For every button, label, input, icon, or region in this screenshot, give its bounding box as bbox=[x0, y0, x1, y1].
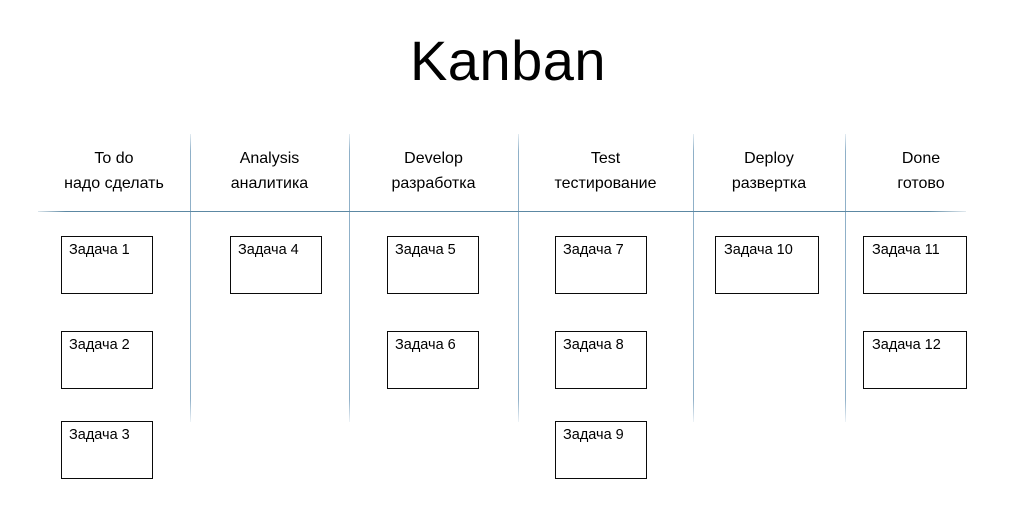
task-card[interactable]: Задача 1 bbox=[61, 236, 153, 294]
column-title-ru-develop: разработка bbox=[391, 174, 476, 192]
column-title-en-analysis: Analysis bbox=[239, 150, 300, 167]
column-title-ru-deploy: развертка bbox=[731, 174, 807, 192]
column-header-analysis: Analysis аналитика bbox=[190, 134, 349, 197]
column-header-deploy: Deploy развертка bbox=[693, 134, 845, 197]
column-separator-2 bbox=[349, 134, 350, 422]
task-card[interactable]: Задача 12 bbox=[863, 331, 967, 389]
task-card-label: Задача 9 bbox=[563, 427, 624, 443]
column-title-en-deploy: Deploy bbox=[744, 150, 794, 167]
task-card-label: Задача 1 bbox=[69, 242, 130, 258]
task-card-label: Задача 12 bbox=[872, 337, 941, 353]
card-area-todo: Задача 1 Задача 2 Задача 3 bbox=[38, 236, 190, 519]
task-card-label: Задача 5 bbox=[395, 242, 456, 258]
column-title-ru-analysis: аналитика bbox=[230, 174, 309, 192]
column-separator-3 bbox=[518, 134, 519, 422]
card-area-deploy: Задача 10 bbox=[693, 236, 845, 519]
column-title-en-test: Test bbox=[590, 150, 621, 167]
card-area-analysis: Задача 4 bbox=[190, 236, 349, 519]
task-card-label: Задача 11 bbox=[872, 242, 940, 258]
task-card[interactable]: Задача 5 bbox=[387, 236, 479, 294]
card-area-develop: Задача 5 Задача 6 bbox=[349, 236, 518, 519]
task-card[interactable]: Задача 9 bbox=[555, 421, 647, 479]
task-card-label: Задача 3 bbox=[69, 427, 130, 443]
task-card-label: Задача 6 bbox=[395, 337, 456, 353]
task-card-label: Задача 2 bbox=[69, 337, 130, 353]
task-card[interactable]: Задача 4 bbox=[230, 236, 322, 294]
column-title-ru-todo: надо сделать bbox=[64, 174, 164, 192]
task-card[interactable]: Задача 8 bbox=[555, 331, 647, 389]
task-card[interactable]: Задача 7 bbox=[555, 236, 647, 294]
column-title-ru-test: тестирование bbox=[554, 174, 657, 192]
column-header-done: Done готово bbox=[845, 134, 997, 197]
column-title-en-todo: To do bbox=[94, 150, 134, 167]
column-title-ru-done: готово bbox=[897, 174, 945, 192]
column-separator-4 bbox=[693, 134, 694, 422]
task-card[interactable]: Задача 2 bbox=[61, 331, 153, 389]
task-card-label: Задача 4 bbox=[238, 242, 299, 258]
task-card-label: Задача 10 bbox=[724, 242, 793, 258]
column-title-en-done: Done bbox=[901, 150, 941, 167]
column-title-en-develop: Develop bbox=[404, 150, 463, 167]
header-divider bbox=[38, 211, 966, 212]
column-separator-1 bbox=[190, 134, 191, 422]
task-card-label: Задача 8 bbox=[563, 337, 624, 353]
task-card[interactable]: Задача 3 bbox=[61, 421, 153, 479]
task-card[interactable]: Задача 11 bbox=[863, 236, 967, 294]
card-area-done: Задача 11 Задача 12 bbox=[845, 236, 997, 519]
column-header-todo: To do надо сделать bbox=[38, 134, 190, 197]
column-header-test: Test тестирование bbox=[518, 134, 693, 197]
page-title: Kanban bbox=[409, 29, 607, 92]
column-separator-5 bbox=[845, 134, 846, 422]
task-card[interactable]: Задача 6 bbox=[387, 331, 479, 389]
column-header-develop: Develop разработка bbox=[349, 134, 518, 197]
card-area-test: Задача 7 Задача 8 Задача 9 bbox=[518, 236, 693, 519]
task-card-label: Задача 7 bbox=[563, 242, 624, 258]
task-card[interactable]: Задача 10 bbox=[715, 236, 819, 294]
